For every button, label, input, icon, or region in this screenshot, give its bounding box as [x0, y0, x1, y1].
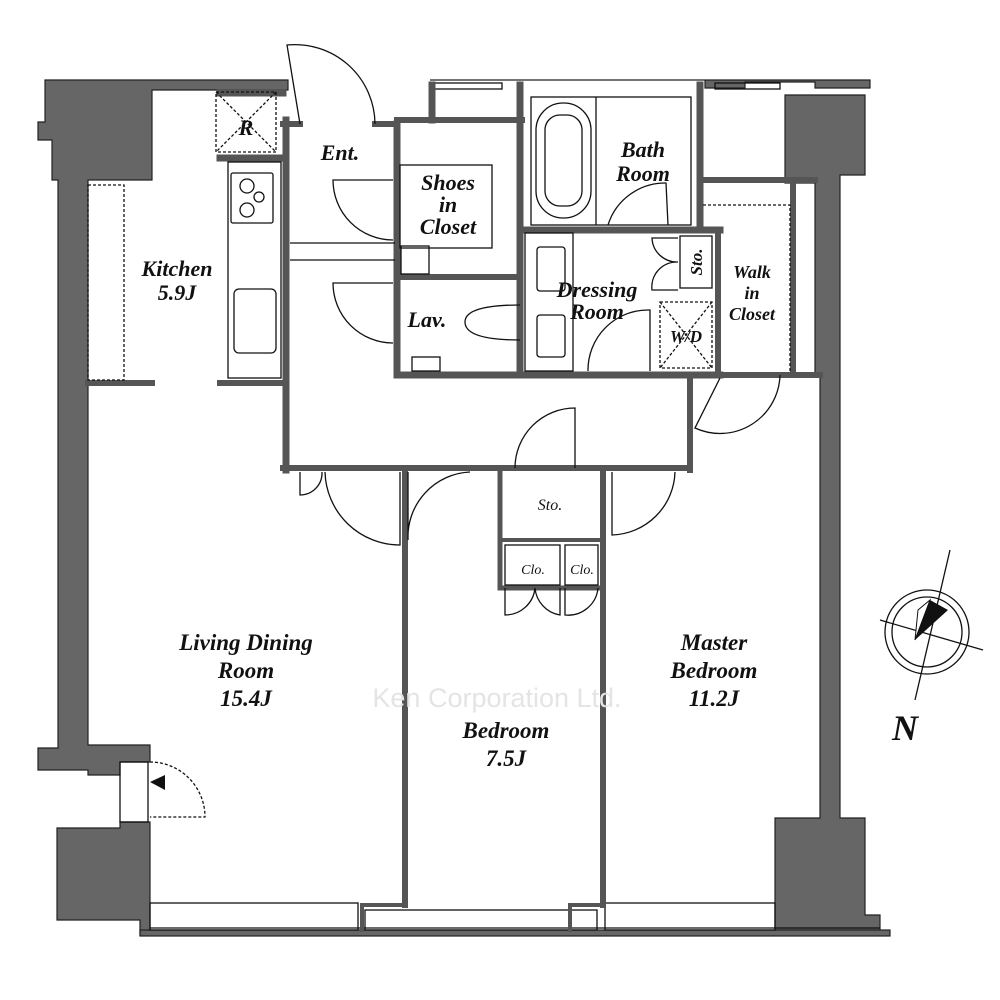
fixtures	[87, 91, 791, 586]
arrow-icon	[150, 775, 165, 790]
bedroom-size: 7.5J	[486, 746, 528, 771]
shoes-closet-label-3: Closet	[420, 214, 477, 239]
storage-hall-label: Sto.	[538, 497, 562, 514]
bath-label-2: Room	[615, 161, 670, 186]
walk-in-closet-label-2: in	[744, 283, 759, 303]
refrigerator-label: R	[238, 115, 254, 140]
storage-small-label: Sto.	[687, 249, 706, 276]
master-label-2: Bedroom	[670, 658, 758, 683]
doors	[149, 43, 781, 818]
shoes-closet-label-2: in	[439, 192, 457, 217]
dressing-label-2: Room	[569, 299, 624, 324]
closet-b-label: Clo.	[570, 563, 594, 578]
compass-icon	[879, 549, 984, 701]
kitchen-label: Kitchen	[141, 256, 213, 281]
bath-label-1: Bath	[620, 137, 665, 162]
outer-walls	[37, 79, 891, 937]
living-label-1: Living Dining	[178, 630, 313, 655]
master-label-1: Master	[680, 630, 749, 655]
dressing-label-1: Dressing	[556, 277, 638, 302]
kitchen-size: 5.9J	[158, 280, 198, 305]
lavatory-label: Lav.	[407, 307, 447, 332]
room-labels: R Ent. Shoes in Closet Kitchen 5.9J Lav.…	[141, 115, 920, 771]
compass-north-label: N	[891, 708, 920, 748]
walk-in-closet-label-1: Walk	[733, 262, 771, 282]
interior-walls	[85, 81, 823, 932]
bedroom-label: Bedroom	[462, 718, 550, 743]
shoes-closet-label-1: Shoes	[421, 170, 475, 195]
washer-dryer-label: W/D	[670, 327, 702, 346]
walk-in-closet-label-3: Closet	[729, 304, 776, 324]
watermark: Ken Corporation Ltd.	[372, 683, 621, 713]
living-size: 15.4J	[220, 686, 273, 711]
closet-a-label: Clo.	[521, 563, 545, 578]
master-size: 11.2J	[689, 686, 741, 711]
entrance-label: Ent.	[320, 140, 360, 165]
living-label-2: Room	[217, 658, 274, 683]
